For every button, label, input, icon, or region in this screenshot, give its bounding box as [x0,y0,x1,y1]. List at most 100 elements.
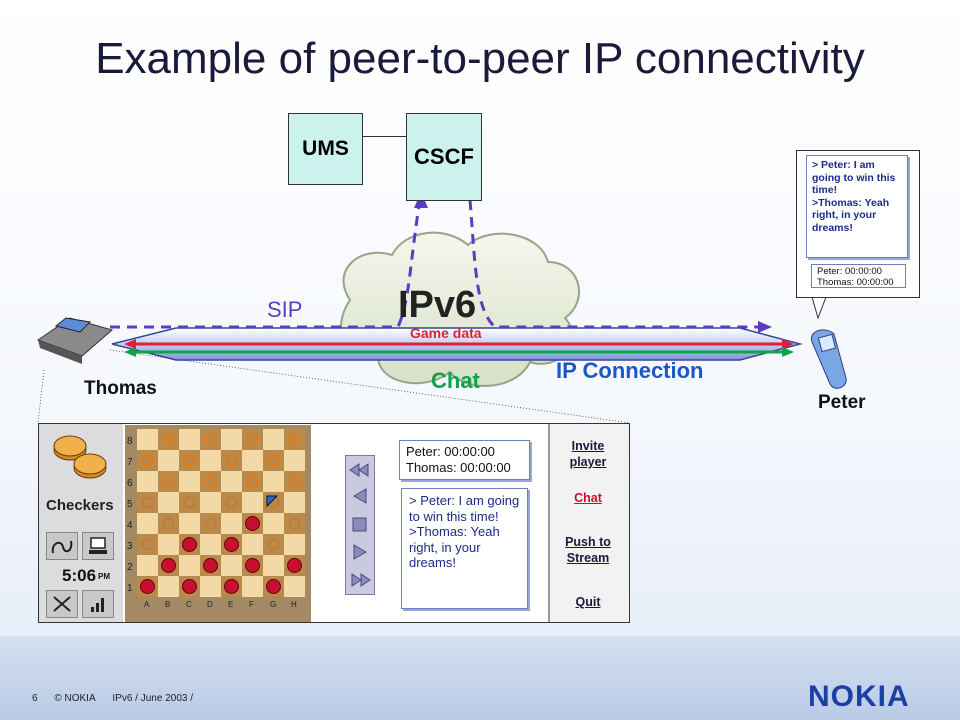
red-checker[interactable] [245,516,260,531]
board-square[interactable] [158,576,179,597]
board-square[interactable] [221,555,242,576]
red-checker[interactable] [224,537,239,552]
board-square[interactable] [284,513,305,534]
push-to-stream-link[interactable]: Push to Stream [565,535,611,565]
board-square[interactable] [242,471,263,492]
board-square[interactable] [137,555,158,576]
chat-link[interactable]: Chat [574,491,602,505]
peer-thomas-label: Thomas [84,378,157,399]
chat-message: >Thomas: Yeah right, in your dreams! [409,524,500,570]
red-checker[interactable] [203,558,218,573]
board-square[interactable] [179,471,200,492]
board-square[interactable] [179,513,200,534]
orange-checker [267,454,280,467]
chat-message: > Peter: I am going to win this time! [409,493,520,524]
copyright: © NOKIA [54,693,96,704]
board-rank-label: 6 [127,478,133,489]
chat-messages-box: > Peter: I am going to win this time! >T… [401,488,528,609]
board-square[interactable] [242,534,263,555]
board-square[interactable] [137,471,158,492]
board-marker [267,538,280,551]
board-square[interactable] [263,471,284,492]
board-square[interactable] [200,534,221,555]
board-square[interactable] [263,513,284,534]
red-checker[interactable] [245,558,260,573]
board-square[interactable] [242,492,263,513]
board-square[interactable] [242,450,263,471]
rewind-icon[interactable] [349,463,360,477]
invite-player-link[interactable]: Invite player [569,439,607,469]
board-square[interactable] [158,513,179,534]
red-checker[interactable] [287,558,302,573]
board-file-label: A [144,600,150,609]
board-square[interactable] [242,429,263,450]
nokia-logo: NOKIA [808,680,910,713]
orange-checker [183,454,196,467]
red-checker[interactable] [182,537,197,552]
board-square[interactable] [200,492,221,513]
computer-button[interactable] [82,532,114,560]
board-square[interactable] [200,513,221,534]
board-square[interactable] [137,450,158,471]
signal-button[interactable] [82,590,114,618]
board-square[interactable] [221,450,242,471]
board-marker [141,496,154,509]
orange-checker [141,454,154,467]
board-square[interactable] [263,555,284,576]
fast-forward-icon[interactable] [360,573,371,587]
board-square[interactable] [221,513,242,534]
board-square[interactable] [179,492,200,513]
board-square[interactable] [158,492,179,513]
board-square[interactable] [137,429,158,450]
board-square[interactable] [158,471,179,492]
board-square[interactable] [284,534,305,555]
board-file-label: F [249,600,254,609]
mute-button[interactable] [46,590,78,618]
board-square[interactable] [137,513,158,534]
board-square[interactable] [221,492,242,513]
step-forward-icon[interactable] [353,544,367,560]
board-rank-label: 2 [127,562,133,573]
board-square[interactable] [284,450,305,471]
game-data-arrow-right [782,339,794,349]
board-square[interactable] [263,429,284,450]
step-back-icon[interactable] [353,488,367,504]
board-square[interactable] [242,576,263,597]
timer-line: Peter: 00:00:00 [817,266,882,277]
board-square[interactable] [179,555,200,576]
stop-icon[interactable] [352,517,367,532]
board-square[interactable] [179,450,200,471]
board-square[interactable] [263,492,284,513]
board-square[interactable] [158,450,179,471]
red-checker[interactable] [182,579,197,594]
board-square[interactable] [263,450,284,471]
game-data-label: Game data [410,325,482,341]
board-square[interactable] [200,576,221,597]
page-number: 6 [32,693,38,704]
board-square[interactable] [200,429,221,450]
board-square[interactable] [179,429,200,450]
board-square[interactable] [137,534,158,555]
red-checker[interactable] [266,579,281,594]
board-square[interactable] [263,534,284,555]
board-square[interactable] [158,429,179,450]
board-square[interactable] [221,471,242,492]
game-data-arrow-left [124,339,136,349]
checkers-app-icon [53,435,107,479]
quit-link[interactable]: Quit [575,595,601,609]
board-square[interactable] [221,429,242,450]
board-square[interactable] [200,471,221,492]
board-square[interactable] [137,492,158,513]
chat-arrow-left [124,347,136,357]
red-checker[interactable] [224,579,239,594]
red-checker[interactable] [161,558,176,573]
board-square[interactable] [284,471,305,492]
board-square[interactable] [284,492,305,513]
board-square[interactable] [284,429,305,450]
connect-button[interactable] [46,532,78,560]
board-square[interactable] [158,534,179,555]
board-square[interactable] [284,576,305,597]
board-square[interactable] [200,450,221,471]
red-checker[interactable] [140,579,155,594]
